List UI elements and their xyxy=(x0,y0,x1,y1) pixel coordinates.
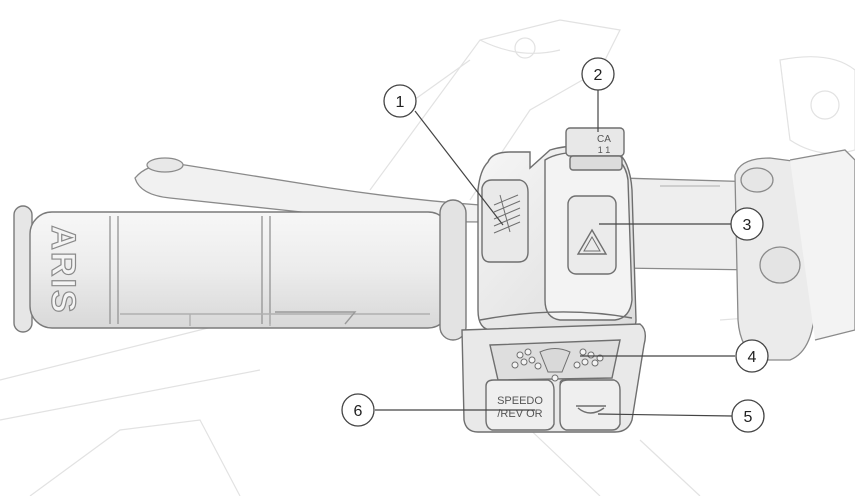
callout-5: 5 xyxy=(731,399,765,433)
button-6-label-line2: /REV OR xyxy=(497,408,542,420)
button-6-label-line1: SPEEDO xyxy=(497,395,543,407)
callout-4: 4 xyxy=(735,339,769,373)
callout-1-number: 1 xyxy=(396,94,405,111)
hand-grip xyxy=(13,199,467,341)
callout-2: 2 xyxy=(581,57,615,91)
callout-5-number: 5 xyxy=(744,409,753,426)
callout-3-number: 3 xyxy=(743,217,752,234)
callout-1: 1 xyxy=(383,84,417,118)
switch-2-label-line2: 1 1 xyxy=(598,145,611,155)
lower-housing xyxy=(461,311,647,433)
switch-2-label-line1: CA xyxy=(597,134,611,145)
leader-line-5 xyxy=(597,413,733,417)
mirror-clamp xyxy=(734,149,855,361)
callout-4-number: 4 xyxy=(748,349,757,366)
grip-brand-text: ARIS xyxy=(44,225,82,314)
switch-housing xyxy=(477,127,637,331)
leader-line-1 xyxy=(414,110,504,226)
callout-2-number: 2 xyxy=(594,67,603,84)
callout-leader-lines xyxy=(375,90,735,417)
callout-3: 3 xyxy=(730,207,764,241)
callout-6: 6 xyxy=(341,393,375,427)
callout-6-number: 6 xyxy=(354,403,363,420)
